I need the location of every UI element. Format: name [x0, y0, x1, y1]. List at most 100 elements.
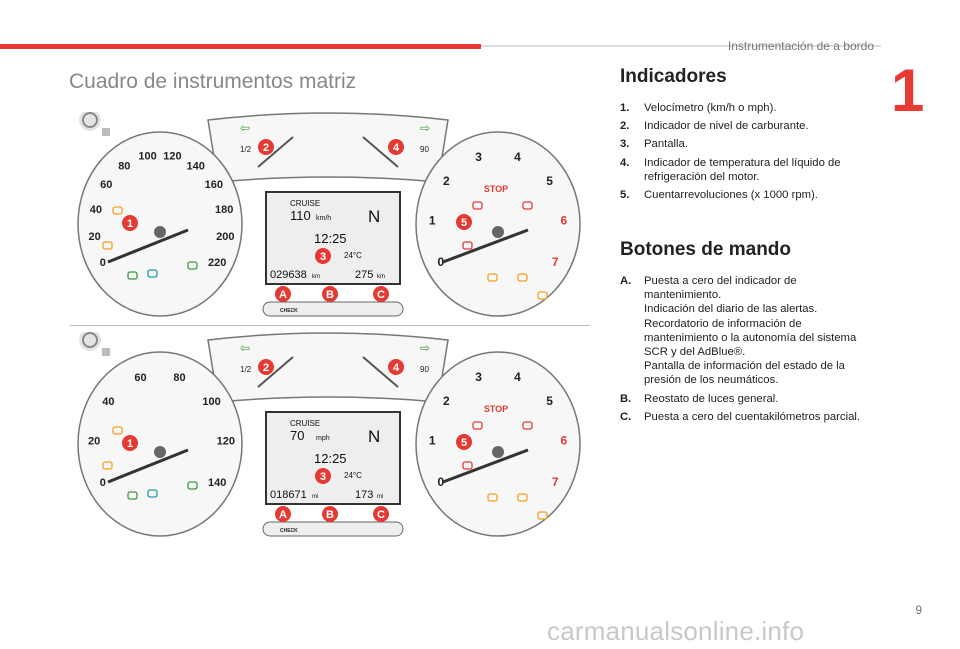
display-odometer-unit: km — [312, 274, 320, 280]
speed-tick-label: 80 — [118, 160, 130, 172]
temp-needle — [362, 136, 399, 168]
info-icon — [102, 348, 110, 356]
speedometer-dial — [77, 351, 243, 537]
warning-light-icon — [517, 493, 528, 502]
speed-tick-label: 40 — [102, 396, 114, 408]
stop-warning: STOP — [484, 404, 508, 414]
fuel-needle — [257, 136, 294, 168]
callout-marker — [373, 506, 389, 522]
cluster-separator — [70, 325, 590, 326]
speed-tick-label: 100 — [138, 150, 156, 162]
display-temperature: 24°C — [344, 251, 362, 260]
display-speed: 70 — [290, 428, 304, 443]
speed-tick-label: 180 — [215, 204, 233, 216]
display-odometer: 029638 — [270, 269, 307, 281]
list-item-number: C. — [620, 410, 632, 423]
indicadores-heading: Indicadores — [620, 66, 727, 87]
display-range: 173 — [355, 489, 373, 501]
botones-item: C.Puesta a cero del cuentakilómetros par… — [620, 410, 861, 423]
callout-label: B — [326, 289, 334, 301]
indicadores-item: 1.Velocímetro (km/h o mph). — [620, 102, 777, 114]
callout-label: 2 — [263, 362, 269, 374]
speed-tick-label: 20 — [89, 231, 101, 243]
speed-tick-label: 140 — [208, 477, 226, 489]
speed-tick-label: 220 — [208, 257, 226, 269]
warning-light-icon — [537, 511, 548, 520]
rpm-tick-label: 1 — [429, 214, 436, 228]
callout-label: B — [326, 509, 334, 521]
botones-list: A.Puesta a cero del indicador de manteni… — [620, 274, 860, 428]
display-range-unit: km — [377, 274, 385, 280]
callout-marker — [315, 248, 331, 264]
rpm-tick-label: 7 — [552, 475, 559, 489]
speed-tick-label: 120 — [217, 436, 235, 448]
callout-label: C — [377, 509, 385, 521]
warning-light-icon — [112, 426, 123, 435]
page-title: Cuadro de instrumentos matriz — [69, 70, 357, 93]
list-item-number: B. — [620, 392, 632, 405]
indicadores-item: 3.Pantalla. — [620, 138, 688, 151]
warning-light-icon — [472, 421, 483, 430]
warning-light-icon — [462, 461, 473, 470]
speedometer-needle — [107, 228, 189, 264]
speed-tick-label: 100 — [202, 396, 220, 408]
warning-light-icon — [487, 493, 498, 502]
header-accent-bar — [0, 44, 481, 49]
speed-tick-label: 20 — [88, 436, 100, 448]
list-item-number: 2. — [620, 120, 630, 133]
speedometer-needle — [107, 448, 189, 484]
callout-label: 1 — [127, 218, 133, 230]
callout-marker — [258, 359, 274, 375]
page-number: 9 — [915, 603, 922, 617]
callout-marker — [322, 506, 338, 522]
callout-marker — [122, 435, 138, 451]
rpm-tick-label: 2 — [443, 394, 450, 408]
display-time: 12:25 — [314, 231, 347, 246]
callout-label: 4 — [393, 142, 400, 154]
list-item-number: 4. — [620, 156, 630, 169]
warning-light-icon — [522, 201, 533, 210]
section-header: Instrumentación de a bordo — [727, 39, 874, 53]
callout-label: 4 — [393, 362, 400, 374]
callout-label: 5 — [461, 437, 467, 449]
top-gauge-housing — [207, 112, 449, 183]
tachometer-dial — [415, 351, 581, 537]
warning-light-icon — [487, 273, 498, 282]
display-gear: N — [368, 207, 380, 226]
warning-light-icon — [537, 291, 548, 300]
warning-light-icon — [147, 489, 158, 498]
center-display — [265, 411, 401, 505]
callout-label: 5 — [461, 217, 467, 229]
callout-marker — [122, 215, 138, 231]
callout-marker — [373, 286, 389, 302]
rpm-tick-label: 1 — [429, 434, 436, 448]
warning-light-icon — [522, 421, 533, 430]
speed-tick-label: 40 — [90, 204, 102, 216]
speed-tick-label: 140 — [187, 160, 205, 172]
display-speed-unit: km/h — [316, 215, 331, 222]
callout-label: 3 — [320, 251, 326, 263]
callout-label: C — [377, 289, 385, 301]
rpm-tick-label: 2 — [443, 174, 450, 188]
rpm-tick-label: 3 — [475, 150, 482, 164]
chapter-number: 1 — [891, 57, 925, 124]
list-item-number: 5. — [620, 189, 630, 202]
callout-label: 1 — [127, 438, 133, 450]
tachometer-dial — [415, 131, 581, 317]
speedometer-dial — [77, 131, 243, 317]
callout-marker — [456, 434, 472, 450]
speed-tick-label: 60 — [134, 372, 146, 384]
display-odometer-unit: mi — [312, 494, 318, 500]
display-cruise: CRUISE — [290, 199, 320, 208]
display-odometer: 018671 — [270, 489, 307, 501]
callout-label: A — [279, 289, 287, 301]
warning-light-icon — [102, 241, 113, 250]
callout-marker — [322, 286, 338, 302]
callout-label: 3 — [320, 471, 326, 483]
speed-tick-label: 120 — [163, 150, 181, 162]
needle-hub — [154, 446, 166, 458]
botones-heading: Botones de mando — [620, 239, 792, 260]
speed-tick-label: 160 — [205, 179, 223, 191]
control-button-bar — [262, 521, 404, 537]
rpm-tick-label: 6 — [560, 434, 567, 448]
